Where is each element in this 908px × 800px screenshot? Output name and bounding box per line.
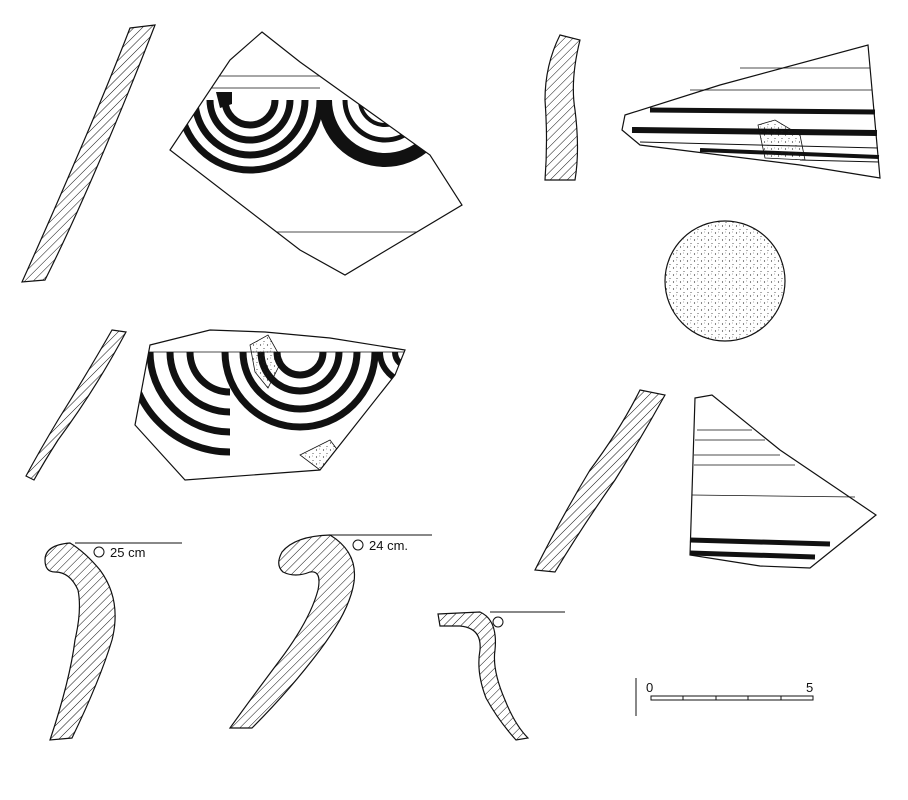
rim-section-2 xyxy=(228,534,356,729)
sherd-a-profile xyxy=(21,24,156,283)
sherd-c xyxy=(544,34,881,181)
sherd-d-bands xyxy=(689,429,856,560)
sherd-d-profile xyxy=(534,389,666,573)
sherd-a xyxy=(21,24,463,283)
sherd-d-body xyxy=(689,394,878,569)
rim-profile-1: 25 cm xyxy=(44,542,182,741)
sherd-c-profile xyxy=(544,34,581,181)
rim-section-1 xyxy=(44,542,116,741)
clay-disc xyxy=(664,220,786,342)
scale-bar-start-label: 0 xyxy=(646,680,653,695)
rim-section-3 xyxy=(437,611,530,741)
rim-diameter-label-1: 25 cm xyxy=(110,545,145,560)
sherd-a-semicircles-left xyxy=(176,99,324,174)
sherd-d xyxy=(534,389,878,573)
rim-profile-2: 24 cm. xyxy=(228,534,432,729)
rim-diameter-label-2: 24 cm. xyxy=(369,538,408,553)
diameter-symbol-3 xyxy=(492,616,504,628)
diameter-symbol-2 xyxy=(352,539,364,551)
scale-bar-end-label: 5 xyxy=(806,680,813,695)
diameter-symbol-1 xyxy=(93,546,105,558)
scale-bar: 0 5 xyxy=(635,678,814,716)
sherd-b-profile xyxy=(25,329,127,481)
sherd-b xyxy=(25,329,406,481)
clay-disc-face xyxy=(664,220,786,342)
rim-profile-3 xyxy=(437,611,565,741)
sherd-a-body xyxy=(169,31,463,276)
